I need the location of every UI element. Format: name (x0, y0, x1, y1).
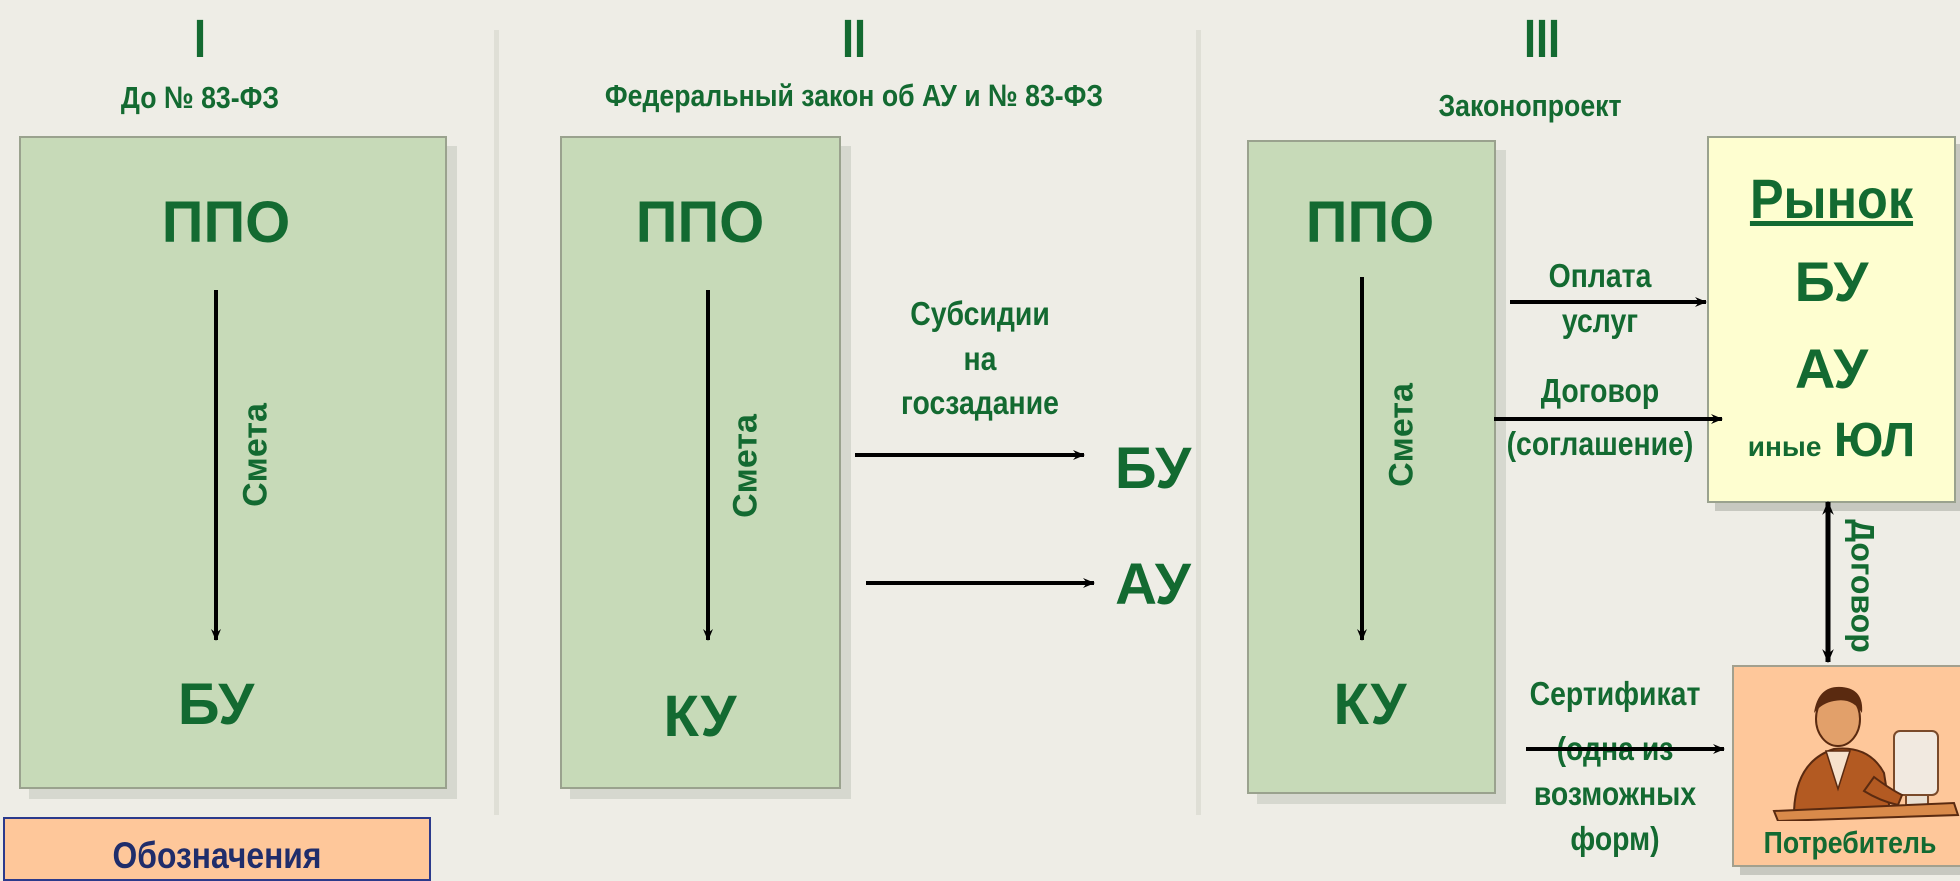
subsidy-label-line: госзадание (901, 384, 1059, 422)
column-divider (494, 30, 499, 815)
subsidy-label-line: Субсидии (910, 295, 1050, 332)
subsidy-label: Субсидии на госзадание (894, 292, 1066, 426)
column-1-subtitle: До № 83-ФЗ (120, 80, 280, 115)
column-3-numeral: III (1523, 9, 1560, 69)
certificate-label-line: возможных (1533, 774, 1697, 812)
column-3-card (1247, 140, 1496, 794)
column-2-ppo: ППО (635, 190, 765, 255)
column-2-subtitle: Федеральный закон об АУ и № 83-ФЗ (604, 78, 1104, 113)
market-title: Рынок (1749, 167, 1914, 230)
market-item-other: иные ЮЛ (1709, 413, 1954, 468)
column-2-numeral: II (841, 9, 866, 69)
column-2-ku: КУ (663, 684, 737, 749)
market-other-small: иные (1747, 431, 1822, 462)
subsidy-label-line: на (963, 339, 997, 377)
target-bu: БУ (1114, 436, 1192, 501)
consumer-label: Потребитель (1763, 825, 1937, 860)
payment-label: Оплата услуг (1514, 254, 1686, 343)
payment-label-line: Оплата (1548, 257, 1652, 294)
column-1-numeral: I (193, 9, 206, 69)
certificate-label-line: форм) (1570, 819, 1660, 857)
legend-title: Обозначения (112, 835, 322, 876)
certificate-label-line: Сертификат (1529, 675, 1701, 712)
column-3-subtitle: Законопроект (1438, 88, 1622, 123)
column-divider (1196, 30, 1201, 815)
column-1-ppo: ППО (161, 190, 291, 255)
certificate-label: Сертификат (одна из возможных форм) (1516, 672, 1714, 862)
contract-label-line: Договор (1540, 372, 1660, 409)
contract-label-line: (соглашение) (1506, 424, 1694, 462)
market-other-big: ЮЛ (1833, 414, 1916, 467)
column-3-ku: КУ (1333, 672, 1407, 737)
target-au: АУ (1115, 552, 1191, 617)
column-2-card (560, 136, 841, 789)
consumer-box: Потребитель (1732, 665, 1960, 867)
column-1-bu: БУ (177, 672, 255, 737)
column-3-ppo: ППО (1305, 190, 1435, 255)
payment-label-line: услуг (1561, 301, 1639, 339)
consumer-person-icon (1772, 686, 1960, 821)
market-item: БУ (1794, 250, 1869, 313)
contract-label: Договор (соглашение) (1505, 365, 1694, 471)
market-box: Рынок БУ АУ иные ЮЛ (1707, 136, 1956, 503)
market-item: АУ (1794, 337, 1869, 400)
column-1-card (19, 136, 447, 789)
